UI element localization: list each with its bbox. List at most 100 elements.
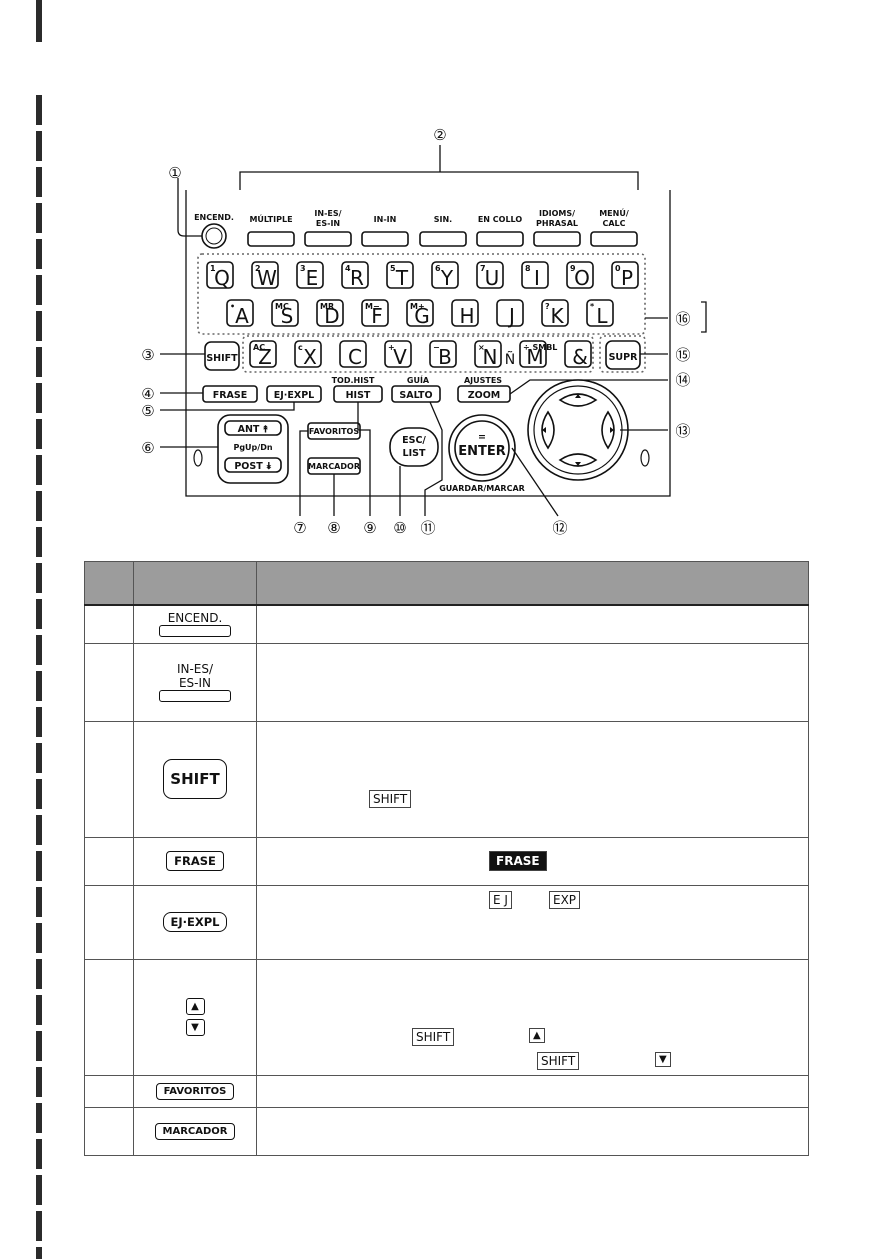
- key-sub-label: 7: [480, 264, 486, 273]
- callout-12: ⑫: [552, 519, 567, 537]
- salto-key-label: SALTO: [399, 390, 432, 401]
- function-key[interactable]: [361, 231, 409, 247]
- favoritos-key-image: FAVORITOS: [155, 1082, 235, 1100]
- post-key-label: POST ⯯: [234, 461, 272, 472]
- key-sub-label: +: [388, 343, 395, 352]
- key-label: U: [485, 266, 500, 290]
- key-sub-label: 1: [210, 264, 216, 273]
- key-z[interactable]: [249, 340, 277, 368]
- key-t[interactable]: [386, 261, 414, 289]
- key-v[interactable]: [384, 340, 412, 368]
- key-d[interactable]: [316, 299, 344, 327]
- key-u[interactable]: [476, 261, 504, 289]
- header-cell: [84, 561, 134, 606]
- table-row: ENCEND.: [84, 604, 809, 644]
- key-c[interactable]: [339, 340, 367, 368]
- key-i[interactable]: [521, 261, 549, 289]
- equals-label: =: [478, 432, 486, 443]
- function-key[interactable]: [419, 231, 467, 247]
- esc-list-key[interactable]: [389, 427, 439, 467]
- function-key[interactable]: [247, 231, 295, 247]
- key-sub-label: MC: [275, 302, 289, 311]
- key-k[interactable]: [541, 299, 569, 327]
- key-f[interactable]: [361, 299, 389, 327]
- key-label: Q: [214, 266, 230, 290]
- key-label: B: [438, 345, 452, 369]
- key-q[interactable]: [206, 261, 234, 289]
- key-n[interactable]: [474, 340, 502, 368]
- supr-area-dotted: [599, 335, 646, 373]
- supr-key-label: SUPR: [609, 352, 639, 363]
- table-header-row: [84, 561, 809, 606]
- callout-2-bracket: [239, 171, 639, 190]
- hist-key-label: HIST: [346, 390, 371, 401]
- key-sub-label: c: [298, 343, 303, 352]
- dpad-up[interactable]: [558, 393, 598, 407]
- crop-mark: [36, 0, 42, 42]
- callout-4: ④: [141, 385, 154, 403]
- frase-key[interactable]: [202, 385, 258, 403]
- key-label: N: [483, 345, 498, 369]
- callout-8: ⑧: [327, 519, 340, 537]
- function-key[interactable]: [304, 231, 352, 247]
- device-outline: [185, 190, 671, 497]
- inline-shift-key: SHIFT: [537, 1051, 580, 1070]
- key-sub-label: 3: [300, 264, 306, 273]
- key-e[interactable]: [296, 261, 324, 289]
- key-r[interactable]: [341, 261, 369, 289]
- function-key-label: IN-ES/: [314, 209, 341, 218]
- key-m[interactable]: [519, 340, 547, 368]
- key-h[interactable]: [451, 299, 479, 327]
- inline-shift-key: SHIFT: [369, 789, 412, 808]
- function-key-label: SIN.: [434, 215, 452, 224]
- function-key[interactable]: [590, 231, 638, 247]
- function-key[interactable]: [533, 231, 581, 247]
- key-a[interactable]: [226, 299, 254, 327]
- table-row: FAVORITOS: [84, 1074, 809, 1108]
- key-l[interactable]: [586, 299, 614, 327]
- key-g[interactable]: [406, 299, 434, 327]
- key-label: G: [414, 304, 430, 328]
- ant-key-label: ANT ⯭: [238, 424, 269, 435]
- shift-key-image: SHIFT: [163, 759, 227, 799]
- function-key[interactable]: [476, 231, 524, 247]
- salto-key[interactable]: [391, 385, 441, 403]
- table-row: FRASE FRASE: [84, 836, 809, 886]
- key-label: J: [507, 304, 515, 328]
- function-key-label: PHRASAL: [536, 219, 578, 228]
- key-sub-label: 8: [525, 264, 531, 273]
- inline-frase-indicator: FRASE: [489, 850, 547, 871]
- key-&[interactable]: [564, 340, 592, 368]
- dpad-left[interactable]: [541, 410, 555, 450]
- post-key[interactable]: [224, 457, 282, 473]
- key-sub-label: •: [230, 302, 235, 311]
- key-y[interactable]: [431, 261, 459, 289]
- dpad-down[interactable]: [558, 453, 598, 467]
- key-s[interactable]: [271, 299, 299, 327]
- key-j[interactable]: [496, 299, 524, 327]
- key-o[interactable]: [566, 261, 594, 289]
- letter-area-dotted: [197, 253, 646, 335]
- key-x[interactable]: [294, 340, 322, 368]
- key-image-bar: [159, 690, 231, 702]
- ant-key[interactable]: [224, 420, 282, 436]
- shift-key[interactable]: [204, 341, 240, 371]
- supr-key[interactable]: [605, 340, 641, 370]
- key-p[interactable]: [611, 261, 639, 289]
- key-sub-label: M−: [365, 302, 380, 311]
- key-w[interactable]: [251, 261, 279, 289]
- dpad-right[interactable]: [601, 410, 615, 450]
- enter-key[interactable]: [454, 420, 510, 476]
- inline-down-key: ▼: [655, 1051, 671, 1067]
- n-tilde-label: Ñ: [505, 351, 515, 368]
- key-label: H: [459, 304, 474, 328]
- key-label: A: [235, 304, 249, 328]
- callout-9: ⑨: [363, 519, 376, 537]
- key-image-label: IN-ES/ ES-IN: [176, 662, 214, 690]
- key-b[interactable]: [429, 340, 457, 368]
- key-sub-label: MR: [320, 302, 334, 311]
- key-image-label: ENCEND.: [167, 611, 223, 626]
- key-label: E: [306, 266, 319, 290]
- function-key-label: MENÚ/: [599, 207, 629, 218]
